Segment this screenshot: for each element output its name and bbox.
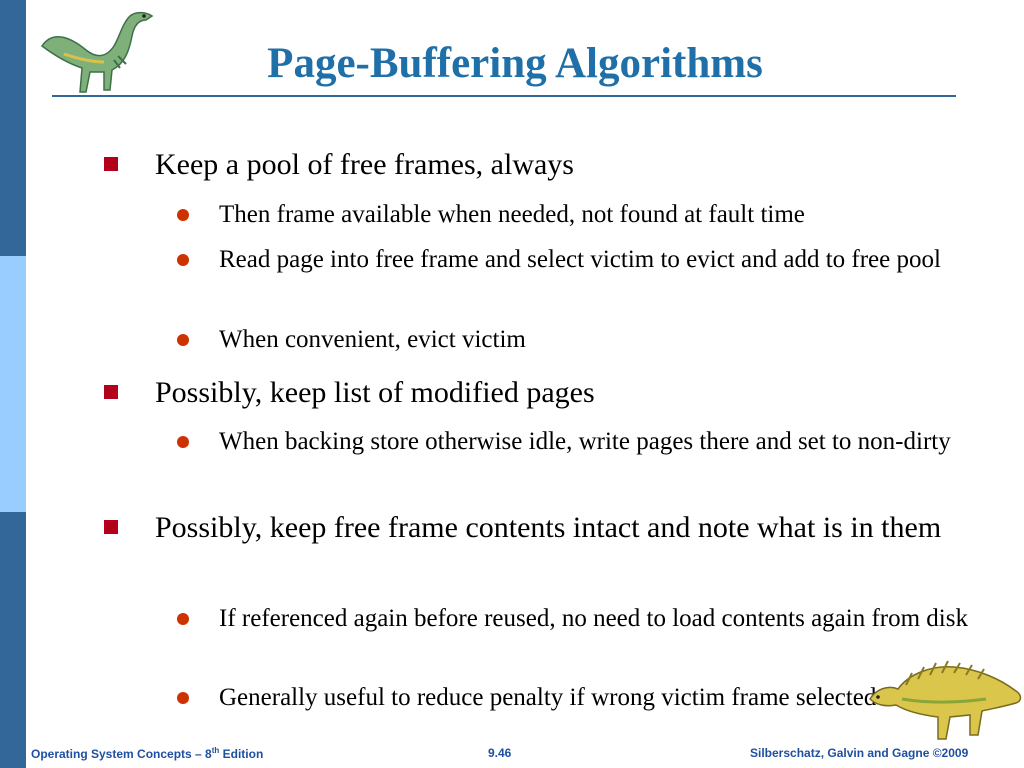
left-accent-bar xyxy=(0,0,26,768)
round-bullet-icon xyxy=(177,209,189,221)
bullet-2: Possibly, keep list of modified pages xyxy=(155,376,595,409)
footer-edition-superscript: th xyxy=(211,746,220,755)
title-divider xyxy=(52,95,956,97)
round-bullet-icon xyxy=(177,613,189,625)
round-bullet-icon xyxy=(177,692,189,704)
sub-bullet-2-1: When backing store otherwise idle, write… xyxy=(219,428,951,455)
footer-edition-text: Edition xyxy=(219,747,264,761)
sub-bullet-3-1: If referenced again before reused, no ne… xyxy=(219,605,968,632)
square-bullet-icon xyxy=(104,385,118,399)
round-bullet-icon xyxy=(177,254,189,266)
sub-bullet-1-3: When convenient, evict victim xyxy=(219,326,526,353)
square-bullet-icon xyxy=(104,520,118,534)
slide-title: Page-Buffering Algorithms xyxy=(267,40,763,87)
round-bullet-icon xyxy=(177,436,189,448)
sub-bullet-3-2: Generally useful to reduce penalty if wr… xyxy=(219,684,877,711)
sub-bullet-1-1: Then frame available when needed, not fo… xyxy=(219,201,805,228)
bullet-3: Possibly, keep free frame contents intac… xyxy=(155,511,942,544)
dinosaur-logo-top-icon xyxy=(40,11,154,93)
left-bar-segment-middle xyxy=(0,256,26,512)
footer-page-number: 9.46 xyxy=(488,746,512,760)
square-bullet-icon xyxy=(104,157,118,171)
left-bar-segment-top xyxy=(0,0,26,256)
bullet-1: Keep a pool of free frames, always xyxy=(155,148,574,181)
footer-copyright: Silberschatz, Galvin and Gagne ©2009 xyxy=(750,746,969,760)
round-bullet-icon xyxy=(177,334,189,346)
left-bar-segment-bottom xyxy=(0,512,26,768)
footer-course-title-text: Operating System Concepts – 8 xyxy=(31,747,212,761)
footer-course-title: Operating System Concepts – 8th Edition xyxy=(31,746,263,761)
sub-bullet-1-2: Read page into free frame and select vic… xyxy=(219,246,941,273)
dinosaur-logo-bottom-icon xyxy=(869,660,1022,740)
